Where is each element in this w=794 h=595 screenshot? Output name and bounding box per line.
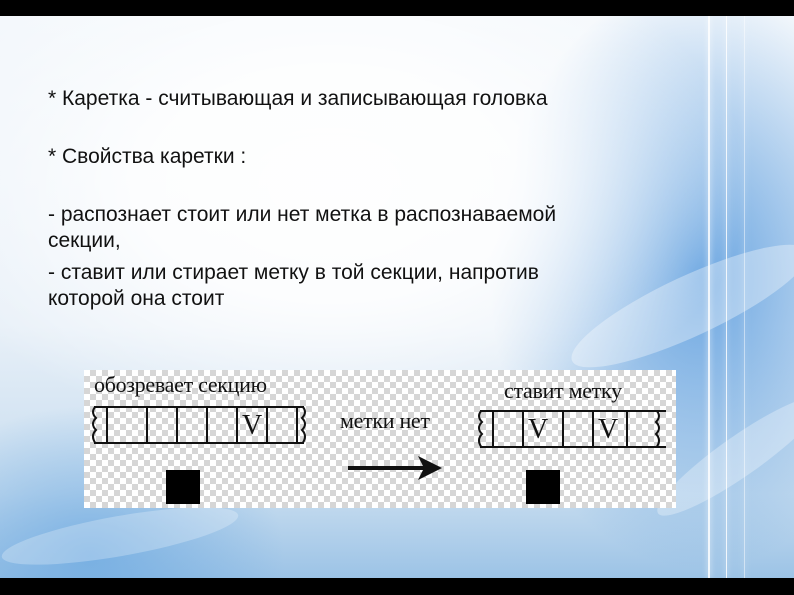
- tape-cell: [522, 412, 524, 446]
- carriage-before: [166, 470, 200, 504]
- top-black-bar: [0, 0, 794, 16]
- right-arrow-icon: [348, 456, 442, 480]
- tape-torn-edge: [654, 410, 660, 448]
- tape-cell: [236, 408, 238, 442]
- light-streak: [708, 16, 710, 578]
- tape-torn-edge: [92, 406, 98, 444]
- tape-cell: [176, 408, 178, 442]
- tape-cell: [106, 408, 108, 442]
- tape-cell: [626, 412, 628, 446]
- tape-torn-edge: [478, 410, 484, 448]
- label-puts-mark: ставит метку: [504, 378, 622, 403]
- tape-cell: [492, 412, 494, 446]
- tape-before: V: [92, 406, 306, 444]
- bullet-caret-definition: * Каретка - считывающая и записывающая г…: [48, 87, 548, 110]
- tape-mark: V: [528, 414, 549, 445]
- tape-cell: [266, 408, 268, 442]
- tape-cell: [296, 408, 298, 442]
- tape-cell: [146, 408, 148, 442]
- carriage-after: [526, 470, 560, 504]
- label-scans-section: обозревает секцию: [94, 372, 267, 397]
- tape-cell: [206, 408, 208, 442]
- tape-diagram: обозревает секцию метки нет ставит метку…: [84, 370, 676, 508]
- property-2-line-2: которой она стоит: [48, 287, 225, 310]
- tape-cell: [592, 412, 594, 446]
- label-no-mark: метки нет: [340, 408, 430, 433]
- tape-torn-edge: [300, 406, 306, 444]
- property-1-line-1: - распознает стоит или нет метка в распо…: [48, 203, 557, 226]
- light-streak: [744, 16, 745, 578]
- bottom-black-bar: [0, 578, 794, 595]
- property-1-line-2: секции,: [48, 229, 121, 252]
- tape-mark: V: [242, 410, 263, 441]
- bullet-caret-properties: * Свойства каретки :: [48, 145, 247, 168]
- glow-streak: [559, 223, 794, 389]
- slide: * Каретка - считывающая и записывающая г…: [0, 16, 794, 578]
- tape-cell: [562, 412, 564, 446]
- tape-mark: V: [598, 414, 619, 445]
- tape-after: V V: [478, 410, 666, 448]
- light-streak: [726, 16, 727, 578]
- property-2-line-1: - ставит или стирает метку в той секции,…: [48, 261, 539, 284]
